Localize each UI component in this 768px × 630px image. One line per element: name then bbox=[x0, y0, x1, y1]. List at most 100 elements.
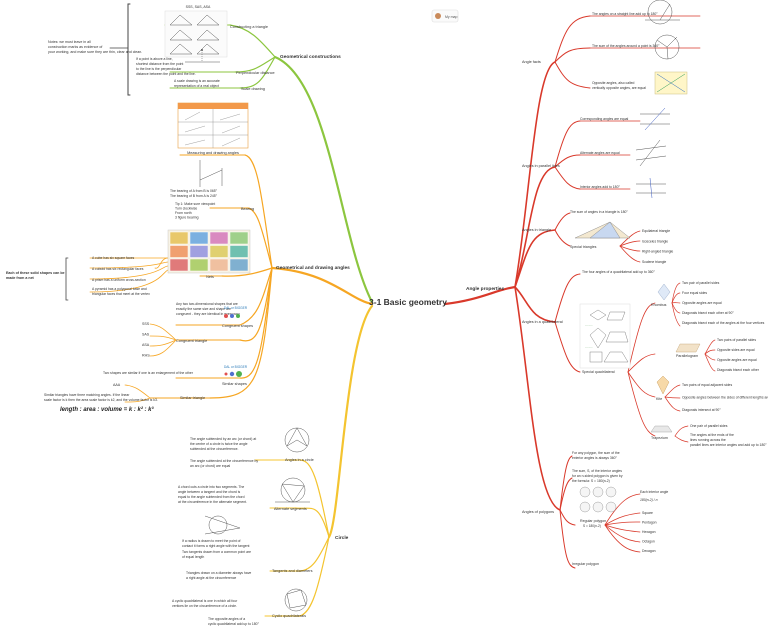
perp-note: If a point is above a line,shortest dist… bbox=[136, 57, 196, 76]
polygons-label[interactable]: Angles of polygons bbox=[522, 510, 554, 514]
construct-triangle-image bbox=[164, 10, 228, 58]
similar-note: Two shapes are similar if one is an enla… bbox=[103, 371, 194, 375]
branch-geo-drawing-title[interactable]: Geometrical and drawing angles bbox=[276, 265, 350, 271]
svg-text:~~~~~~: ~~~~~~ bbox=[585, 325, 593, 327]
bearing-label[interactable]: Bearing bbox=[241, 207, 254, 211]
tri-sum: The sum of angles in a triangle is 180° bbox=[570, 210, 628, 214]
poly-type-4: Decagon bbox=[642, 549, 656, 553]
angles-circle-note-2: The angle subtended at the circumference… bbox=[190, 459, 258, 468]
branch-circle-title[interactable]: Circle bbox=[335, 535, 349, 541]
regular-polygon-image bbox=[579, 486, 617, 513]
triangle-type-1: Isosceles triangle bbox=[642, 239, 668, 243]
map-icon: My map bbox=[431, 9, 459, 23]
trapezium-label[interactable]: Trapezium bbox=[651, 436, 668, 440]
net-tile bbox=[169, 258, 189, 272]
scale-drawing-label[interactable]: Scale drawing bbox=[241, 87, 265, 91]
central-topic[interactable]: 3-1 Basic geometry bbox=[369, 297, 447, 307]
alternate-segments-label[interactable]: Alternate segments bbox=[274, 507, 307, 511]
kite-prop-0: Two pairs of equal adjacent sides bbox=[682, 383, 732, 387]
similar-shapes-label[interactable]: Similar shapes bbox=[222, 382, 247, 386]
angles-circle-label[interactable]: Angles in a circle bbox=[285, 458, 314, 462]
perp-image bbox=[185, 49, 220, 63]
quad-label[interactable]: Angles in a quadrilateral bbox=[522, 320, 563, 324]
special-triangles-label[interactable]: Special triangles bbox=[570, 245, 597, 249]
angles-circle-note-1: The angle subtended by an arc (or chord)… bbox=[190, 437, 256, 451]
par-2: Alternate angles are equal bbox=[580, 151, 620, 155]
similar-triangle-label[interactable]: Similar triangle bbox=[180, 396, 205, 400]
branch-angle-properties-title[interactable]: Angle properties bbox=[466, 286, 504, 292]
nets-image bbox=[167, 229, 251, 274]
kite-prop-1: Opposite angles between the sides of dif… bbox=[682, 396, 768, 400]
congruent-shapes-image: DAL or BIGGER bbox=[224, 306, 248, 318]
para-prop-3: Diagonals bisect each other bbox=[717, 368, 760, 372]
congruent-triangle-label[interactable]: Congruent triangle bbox=[176, 339, 207, 343]
construct-triangle-label[interactable]: Constructing a triangle bbox=[230, 25, 268, 29]
branch-geometrical-constructions[interactable]: Geometrical constructions bbox=[280, 54, 341, 60]
para-prop-0: Two pairs of parallel sides bbox=[717, 338, 756, 342]
cyclic-label[interactable]: Cyclic quadrilaterals bbox=[272, 614, 306, 618]
alt-note: A chord cuts a circle into two segments.… bbox=[178, 485, 247, 504]
similar-shapes-image: DAL or BIGGER bbox=[224, 365, 248, 377]
poly-formula-short: S = 180(n-2) bbox=[583, 524, 601, 528]
nets-label[interactable]: Nets bbox=[206, 275, 214, 279]
regular-polygon-label[interactable]: Regular polygon bbox=[580, 519, 606, 523]
net-tile bbox=[229, 245, 249, 258]
cyclic-image bbox=[284, 588, 308, 612]
net-tile bbox=[229, 258, 249, 272]
parallelogram-label[interactable]: Parallelogram bbox=[676, 354, 698, 358]
net-tile bbox=[209, 231, 229, 245]
special-quad-label[interactable]: Special quadrilateral bbox=[582, 370, 615, 374]
parallel-images bbox=[635, 107, 670, 199]
rhombus-label[interactable]: Rhombus bbox=[651, 303, 667, 307]
side-note: Notes: we must leave in all construction… bbox=[48, 40, 142, 54]
bearing-tip-2: From north bbox=[175, 211, 192, 215]
angles-circle-image bbox=[284, 427, 310, 453]
poly-type-2: Hexagon bbox=[642, 530, 656, 534]
triangle-type-3: Scalene triangle bbox=[642, 260, 666, 264]
branch-title[interactable]: Geometrical constructions bbox=[280, 54, 341, 60]
rhombus-node[interactable]: Rhombus bbox=[651, 283, 671, 307]
fact-1: The angles on a straight line add up to … bbox=[592, 12, 658, 16]
cyclic-note-1: A cyclic quadrilateral is one in which a… bbox=[172, 599, 238, 608]
net-tile bbox=[209, 245, 229, 258]
net-tile bbox=[189, 245, 209, 258]
svg-text:~~~~~~: ~~~~~~ bbox=[585, 347, 593, 349]
congruent-item-3: RHS bbox=[142, 354, 150, 358]
angle-facts-label[interactable]: Angle facts bbox=[522, 60, 541, 64]
bearing-text-2: The bearing of B from A is 245° bbox=[170, 194, 218, 198]
net-tile bbox=[209, 258, 229, 272]
congruent-item-2: ASA bbox=[142, 343, 150, 347]
special-quad-image: ~~~~~~ ~~~~~~ bbox=[579, 303, 631, 369]
measuring-label[interactable]: Measuring and drawing angles bbox=[187, 151, 239, 155]
tangent-note-2: Two tangents drawn from a common point a… bbox=[182, 550, 251, 559]
parallel-label[interactable]: Angles in parallel lines bbox=[522, 164, 560, 168]
triangle-type-2: Right-angled triangle bbox=[642, 250, 673, 254]
triangle-label[interactable]: Angles in triangle bbox=[522, 228, 551, 232]
kite-label[interactable]: Kite bbox=[656, 397, 662, 401]
bearing-tip-1: Turn clockwise bbox=[175, 207, 197, 211]
trapezium-node[interactable]: Trapezium bbox=[650, 425, 673, 440]
net-tile bbox=[189, 258, 209, 272]
tangents-label[interactable]: Tangents and diameters bbox=[272, 569, 313, 573]
irregular-label[interactable]: Irregular polygon bbox=[572, 562, 599, 566]
rhombus-prop-4: Diagonals bisect each of the angles at t… bbox=[682, 321, 765, 325]
congruent-shapes-label[interactable]: Congruent shapes bbox=[222, 324, 253, 328]
kite-node[interactable]: Kite bbox=[656, 375, 670, 401]
poly-formula: 180(n-2) / n bbox=[640, 498, 658, 502]
chip-label: DAL or BIGGER bbox=[224, 306, 248, 310]
parallelogram-node[interactable]: Parallelogram bbox=[675, 343, 701, 358]
poly-type-0: Square bbox=[642, 511, 653, 515]
triangle-type-0: Equilateral triangle bbox=[642, 229, 670, 233]
perp-distance-label[interactable]: Perpendicular distance bbox=[236, 71, 275, 75]
para-prop-1: Opposite sides are equal bbox=[717, 348, 755, 352]
alternate-segments-image bbox=[275, 477, 310, 503]
